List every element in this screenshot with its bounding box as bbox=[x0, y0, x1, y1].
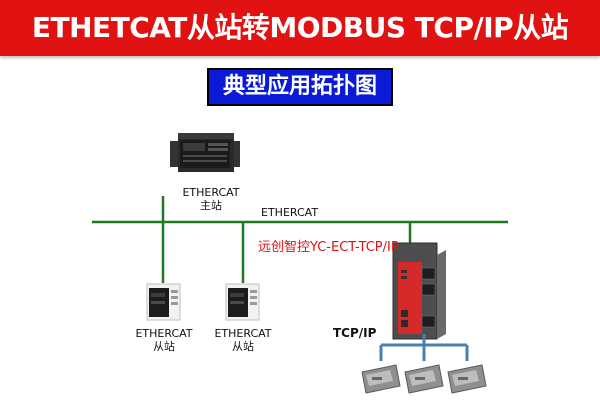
title-banner bbox=[0, 0, 600, 56]
tcp-device-3-icon bbox=[447, 364, 487, 394]
gateway-label: 远创智控YC-ECT-TCP/IP bbox=[258, 240, 399, 255]
tcp-device-1-icon bbox=[361, 364, 401, 394]
ethercat-bus-label: ETHERCAT bbox=[261, 206, 319, 219]
page-title: ETHETCAT从站转MODBUS TCP/IP从站 bbox=[31, 11, 569, 44]
slave-1-drive-icon bbox=[146, 283, 181, 321]
slave-2-label-line1: ETHERCAT bbox=[214, 327, 272, 340]
master-label: ETHERCAT 主站 bbox=[161, 186, 261, 212]
master-label-line2: 主站 bbox=[200, 199, 222, 212]
slave-1-label-line1: ETHERCAT bbox=[135, 327, 193, 340]
slave-1-label: ETHERCAT 从站 bbox=[114, 327, 214, 353]
slave-1-label-line2: 从站 bbox=[153, 340, 175, 353]
gateway-device-icon bbox=[392, 242, 446, 340]
tcp-device-2-icon bbox=[404, 364, 444, 394]
master-label-line1: ETHERCAT bbox=[182, 186, 240, 199]
slave-2-label: ETHERCAT 从站 bbox=[193, 327, 293, 353]
ethercat-bus bbox=[92, 196, 508, 283]
slave-2-drive-icon bbox=[225, 283, 260, 321]
tcp-ip-label: TCP/IP bbox=[333, 326, 377, 340]
tcp-bus bbox=[379, 334, 469, 361]
diagram-subtitle: 典型应用拓扑图 bbox=[207, 68, 393, 106]
master-plc-icon bbox=[170, 133, 240, 172]
slave-2-label-line2: 从站 bbox=[232, 340, 254, 353]
